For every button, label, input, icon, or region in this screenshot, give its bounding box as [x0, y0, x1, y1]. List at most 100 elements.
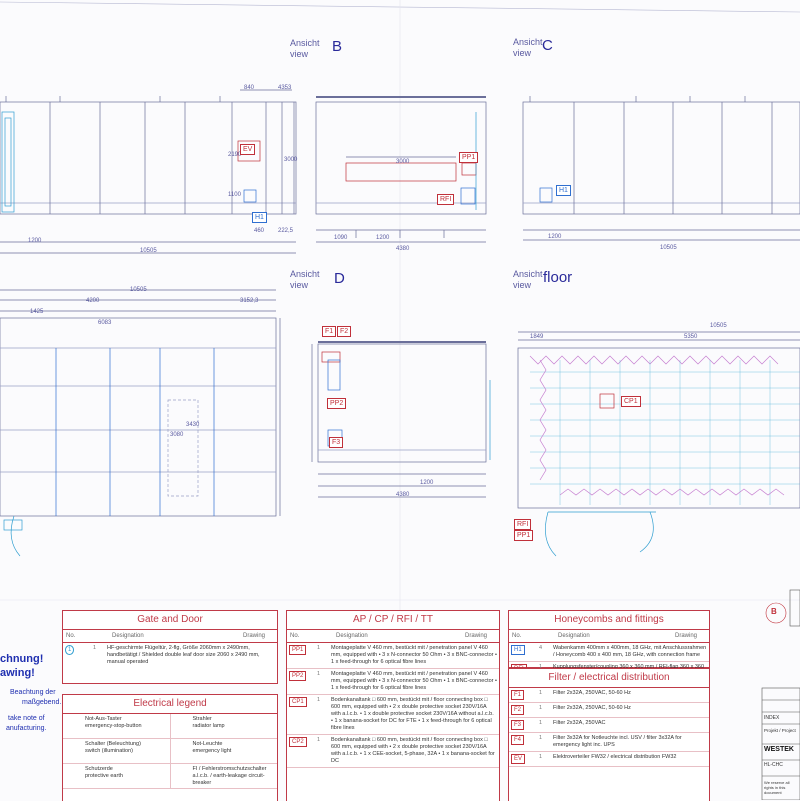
row-qty: 1: [539, 705, 543, 711]
dim-4353: 4353: [278, 85, 292, 91]
view-d-ansicht: Ansicht: [290, 269, 320, 279]
legend-left-en: emergency-stop-button: [85, 723, 142, 729]
col-designation: Designation: [558, 633, 590, 639]
titleblock-note: We reserve all rights in this document: [764, 780, 790, 795]
gate-door-panel: Gate and Door No. Designation Drawing 1 …: [62, 610, 278, 684]
legend-right-en: a.l.c.b. / earth-leakage circuit-breaker: [192, 773, 265, 786]
row-qty: 1: [93, 645, 97, 651]
warning-line-2: awing!: [0, 667, 35, 679]
col-no: No.: [66, 633, 76, 639]
row-tag-badge: EV: [511, 754, 526, 764]
row-desc: HF-geschirmte Flügeltür, 2-flg, Größe 20…: [107, 645, 260, 665]
warning-headline: chnung! awing!: [0, 652, 62, 680]
gate-door-row: 1 1 HF-geschirmte Flügeltür, 2-flg, Größ…: [63, 643, 277, 668]
row-desc: Bodenkanaltank □ 600 mm, bestückt mit / …: [331, 737, 495, 764]
row-tag-badge: F1: [511, 690, 525, 700]
dim-b-1200: 1200: [376, 235, 390, 241]
table-row: EV 1 Elektroverteiler FW32 / electrical di…: [509, 752, 709, 767]
row-tag-badge: CP2: [289, 737, 307, 747]
row-tag-badge: F3: [511, 720, 525, 730]
dim-floor-1849: 1849: [530, 334, 544, 340]
filter-title: Filter / electrical distribution: [509, 669, 709, 688]
view-b-letter: B: [332, 38, 343, 55]
warning-line-6: anufacturing.: [6, 725, 47, 732]
row-qty: 1: [317, 671, 321, 677]
dim-mid-3430: 3430: [186, 422, 200, 428]
warning-line-4: maßgebend.: [22, 699, 62, 706]
row-tag-badge: PP1: [289, 645, 307, 655]
dim-c-total: 10505: [660, 245, 677, 251]
row-index: PP1: [287, 643, 315, 668]
row-index: F2: [509, 703, 537, 717]
view-c-letter: C: [542, 37, 553, 54]
row-qty: 1: [539, 735, 543, 741]
dim-d-1200: 1200: [420, 480, 434, 486]
col-drawing: Drawing: [675, 633, 698, 639]
legend-right-de: FI / Fehlerstromschutzschalter: [192, 766, 267, 772]
legend-left-en: switch (illumination): [85, 748, 133, 754]
warning-line-3: Beachtung der: [10, 689, 56, 696]
dim-mid-31523: 3152,3: [240, 298, 259, 304]
row-desc: Elektroverteiler FW32 / electrical distr…: [553, 754, 677, 760]
dim-1100: 1100: [228, 192, 241, 198]
table-row: F2 1 Filter 2x32A, 250VAC, 50-60 Hz: [509, 703, 709, 718]
dim-mid-4200: 4200: [86, 298, 100, 304]
row-desc: Filter 2x32A, 250VAC, 50-60 Hz: [553, 705, 631, 711]
row-qty: 1: [539, 754, 543, 760]
view-c-view: view: [513, 48, 532, 58]
legend-right-en: emergency light: [192, 748, 232, 754]
row-index: F1: [509, 688, 537, 702]
legend-row: Schalter (Beleuchtung)switch (illuminati…: [63, 739, 277, 764]
view-b-ansicht: Ansicht: [290, 38, 320, 48]
row-qty: 1: [317, 697, 321, 703]
dim-b-1090: 1090: [334, 235, 348, 241]
dim-d-4380: 4380: [396, 492, 410, 498]
tag-pp2: PP2: [327, 398, 347, 409]
ap-cp-panel: AP / CP / RFI / TT No. Designation Drawi…: [286, 610, 500, 801]
row-tag-badge: CP1: [289, 697, 307, 707]
legend-right-de: Not-Leuchte: [192, 741, 223, 747]
row-index: PP2: [287, 669, 315, 694]
legend-right-en: radiator lamp: [192, 723, 225, 729]
row-qty: 1: [317, 645, 321, 651]
row-tag-badge: H1: [511, 645, 525, 655]
view-d-view: view: [290, 280, 309, 290]
dim-3000-a: 3000: [284, 157, 298, 163]
row-desc: Montageplatte V 460 mm, bestückt mit / p…: [331, 671, 497, 691]
honeycombs-title: Honeycombs and fittings: [509, 611, 709, 630]
tag-h1-a: H1: [252, 212, 267, 223]
row-index: 1: [63, 643, 91, 668]
row-idx-badge: 1: [65, 645, 75, 655]
view-floor-view: view: [513, 280, 532, 290]
legend-left-de: Not-Aus-Taster: [85, 716, 122, 722]
dim-460: 460: [254, 228, 265, 234]
view-c-ansicht: Ansicht: [513, 37, 543, 47]
legend-right-de: Strahler: [192, 716, 212, 722]
row-tag-badge: F2: [511, 705, 525, 715]
ap-cp-title: AP / CP / RFI / TT: [287, 611, 499, 630]
tag-ev: EV: [240, 144, 256, 155]
row-index: F3: [509, 718, 537, 732]
view-d-letter: D: [334, 270, 345, 287]
title-block-lines: [761, 589, 800, 800]
dim-mid-6083: 6083: [98, 320, 112, 326]
titleblock-company: WESTEK: [764, 746, 794, 753]
row-index: CP2: [287, 735, 315, 767]
row-index: CP1: [287, 695, 315, 734]
gate-door-header: No. Designation Drawing: [63, 630, 277, 643]
